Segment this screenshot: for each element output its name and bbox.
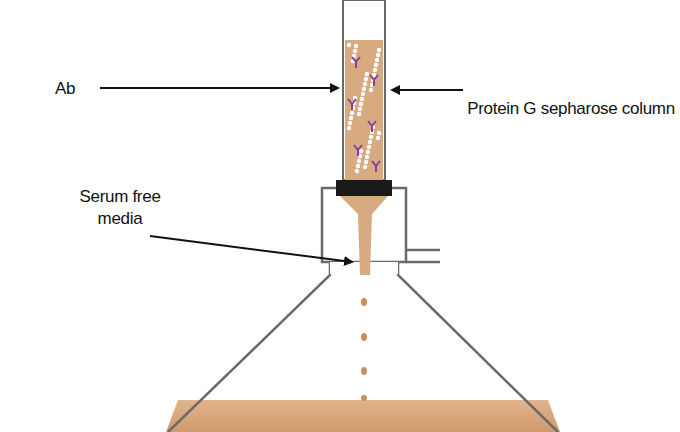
column-outlet	[340, 196, 388, 275]
protein-g-column	[336, 0, 392, 275]
callout-label: Protein G sepharose column	[466, 98, 676, 120]
stopper	[336, 180, 392, 196]
drops	[361, 298, 367, 401]
callout-label: Ab	[40, 78, 90, 100]
leader-arrows	[100, 88, 463, 262]
flask-liquid	[166, 400, 560, 432]
side-arm	[406, 250, 440, 262]
sepharose-bed	[345, 40, 383, 180]
callout-label: Serum free media	[70, 186, 170, 230]
filter-flask	[166, 188, 560, 432]
